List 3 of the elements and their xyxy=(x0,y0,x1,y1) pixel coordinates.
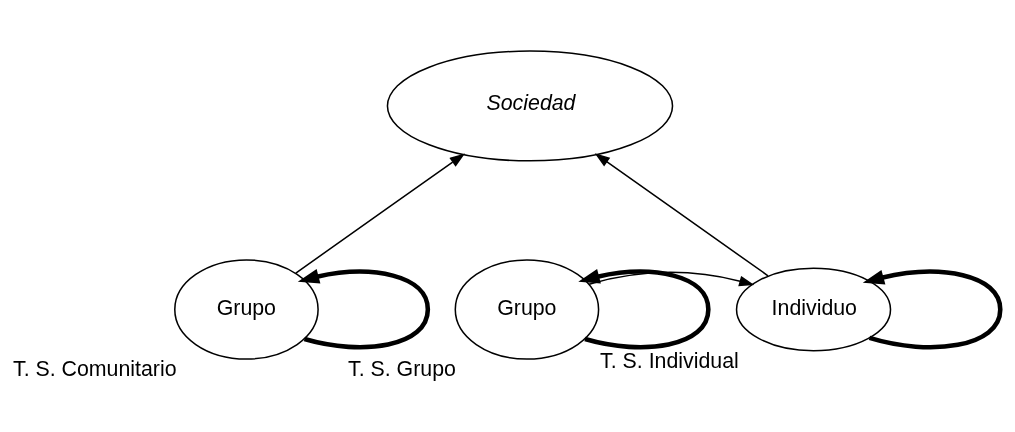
node-label: T. S. Grupo xyxy=(347,356,456,381)
node-label: T. S. Comunitario xyxy=(12,356,177,381)
node-label: T. S. Individual xyxy=(600,348,739,373)
